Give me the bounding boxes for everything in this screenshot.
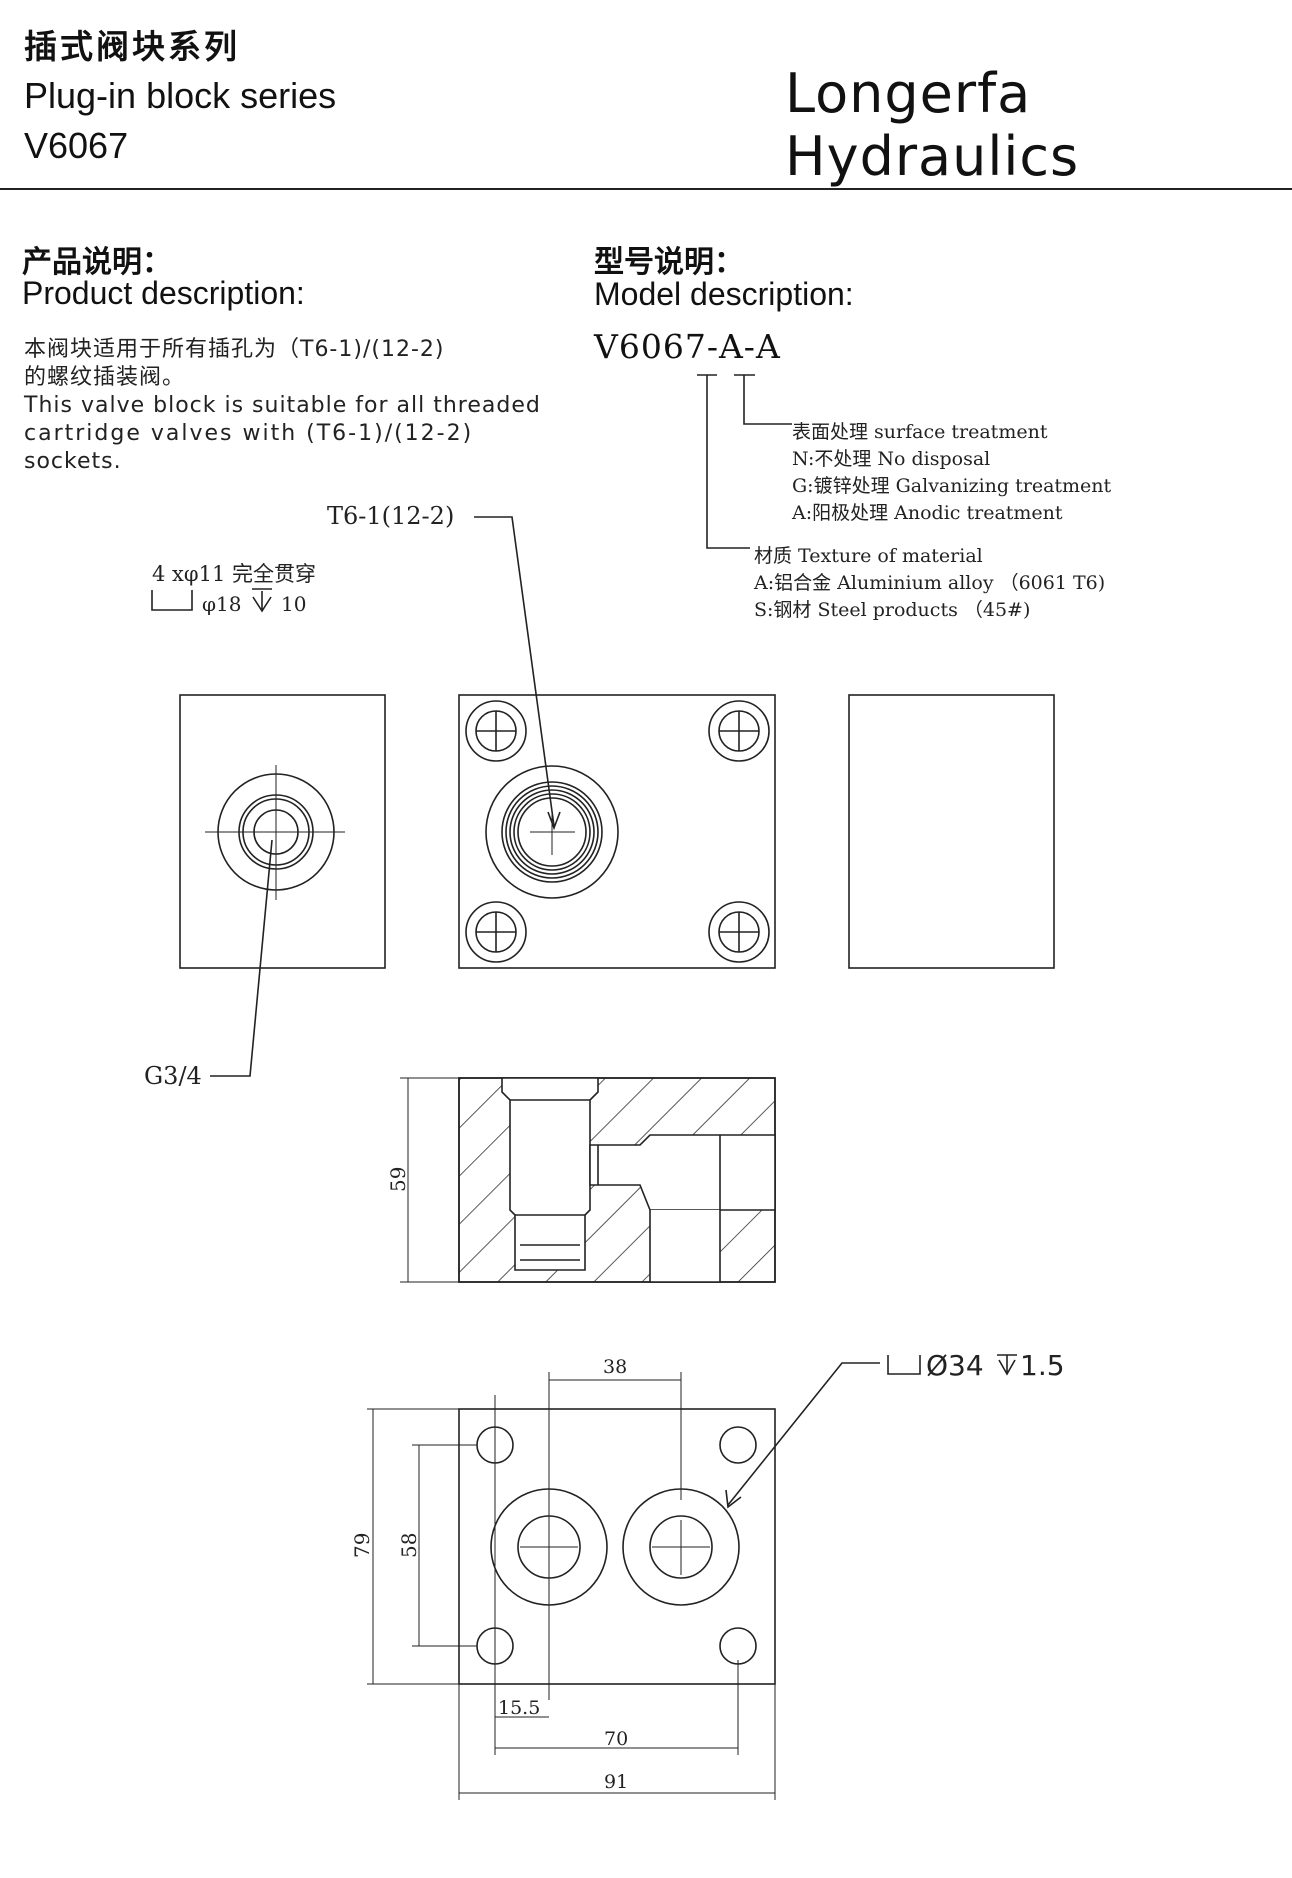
model-code-breakdown: V6067-A-A xyxy=(594,327,781,366)
surface-title: 表面处理 surface treatment xyxy=(792,421,1048,443)
title-en: Plug-in block series xyxy=(24,75,337,116)
dim-hole-span: 70 xyxy=(604,1728,628,1750)
material-option: S:钢材 Steel products （45#) xyxy=(754,599,1031,621)
surface-option: N:不处理 No disposal xyxy=(792,448,991,470)
product-description: 本阀块适用于所有插孔为（T6-1)/(12-2) 的螺纹插装阀。 This va… xyxy=(24,336,584,476)
material-leader xyxy=(697,374,750,549)
depth-symbol xyxy=(252,588,272,613)
side-port-leader xyxy=(210,839,273,1077)
side-port-label: G3/4 xyxy=(144,1062,202,1090)
hole-note: 4 xφ11 完全贯穿 xyxy=(152,562,316,586)
desc-cn-line2: 的螺纹插装阀。 xyxy=(24,365,186,390)
title-cn: 插式阀块系列 xyxy=(24,27,240,66)
model-heading-cn: 型号说明： xyxy=(594,245,744,280)
header-divider xyxy=(0,188,1292,190)
counterbore-depth: 1.5 xyxy=(1020,1349,1065,1382)
dim-height: 59 xyxy=(386,1167,410,1192)
material-title: 材质 Texture of material xyxy=(754,545,983,567)
surface-leader xyxy=(734,374,792,425)
mount-hole xyxy=(708,901,770,963)
cartridge-port xyxy=(485,765,619,899)
dim-width: 79 xyxy=(350,1533,374,1558)
hole-note-depth: 10 xyxy=(281,592,306,616)
top-view-block xyxy=(458,694,776,969)
dim-length: 91 xyxy=(604,1771,628,1793)
surface-option: A:阳极处理 Anodic treatment xyxy=(792,502,1063,524)
desc-en-line2: cartridge valves with (T6-1)/(12-2) xyxy=(24,421,474,446)
desc-en-line3: sockets. xyxy=(24,449,122,474)
material-list: 材质 Texture of material A:铝合金 Aluminium a… xyxy=(754,543,1105,624)
model-code: V6067 xyxy=(24,125,129,166)
surface-option: G:镀锌处理 Galvanizing treatment xyxy=(792,475,1112,497)
left-view-block xyxy=(179,694,386,969)
brand-name: Longerfa Hydraulics xyxy=(785,62,1080,188)
product-heading-cn: 产品说明： xyxy=(22,245,172,280)
counterbore-note: Ø34 xyxy=(926,1349,984,1382)
port-leader xyxy=(474,516,555,827)
dim-hole-spacing: 58 xyxy=(397,1533,421,1558)
bottom-view xyxy=(367,1354,1017,1800)
dim-offset: 15.5 xyxy=(498,1697,540,1719)
mount-hole xyxy=(708,700,770,762)
section-view xyxy=(400,1077,776,1283)
right-view-block xyxy=(848,694,1055,969)
mount-hole xyxy=(465,700,527,762)
counterbore-symbol xyxy=(151,590,193,611)
surface-treatment-list: 表面处理 surface treatment N:不处理 No disposal… xyxy=(792,419,1111,527)
mount-hole xyxy=(465,901,527,963)
desc-en-line1: This valve block is suitable for all thr… xyxy=(24,393,541,418)
dim-port-spacing: 38 xyxy=(603,1356,627,1378)
desc-cn-line1: 本阀块适用于所有插孔为（T6-1)/(12-2) xyxy=(24,337,445,362)
hole-note-counterbore: φ18 xyxy=(202,592,241,616)
port-label: T6-1(12-2) xyxy=(327,502,454,530)
material-option: A:铝合金 Aluminium alloy （6061 T6) xyxy=(754,572,1106,594)
product-heading-en: Product description: xyxy=(22,275,305,311)
model-heading-en: Model description: xyxy=(594,276,854,312)
